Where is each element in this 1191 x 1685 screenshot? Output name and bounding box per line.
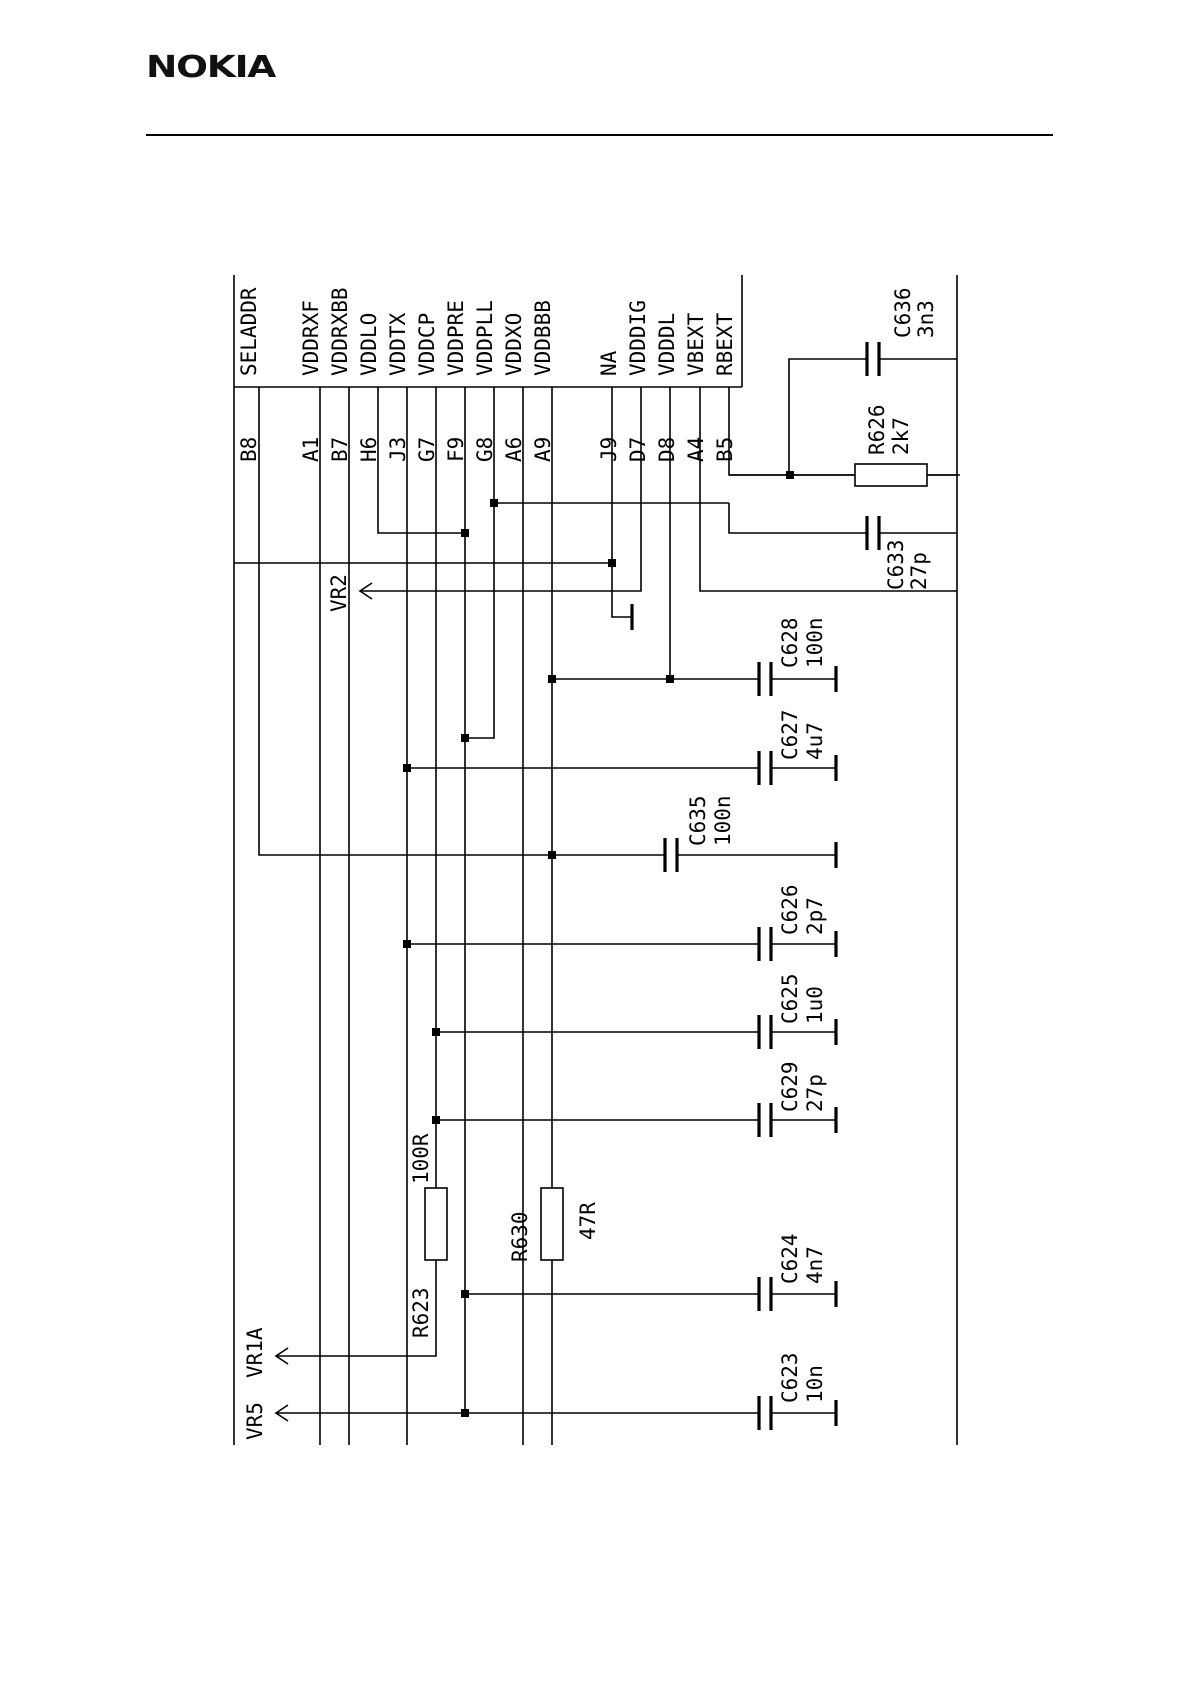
c623-ref: C623 <box>778 1352 802 1403</box>
c627-ref: C627 <box>778 709 802 760</box>
c626-ref: C626 <box>778 884 802 935</box>
pin-ball: J9 <box>597 437 621 462</box>
pin-balls: B8 A1 B7 H6 J3 G7 F9 G8 A6 A9 J9 D7 D8 A… <box>237 437 737 462</box>
pin-ball: D8 <box>655 437 679 462</box>
c635-ref: C635 <box>686 795 710 846</box>
pin-ball: A4 <box>684 437 708 462</box>
junction-dot <box>461 529 469 537</box>
vr5-text: VR5 <box>243 1402 267 1440</box>
c624-value: 4n7 <box>803 1246 827 1284</box>
pin-names: SELADDR VDDRXF VDDRXBB VDDLO VDDTX VDDCP… <box>237 287 737 376</box>
c625-value: 1u0 <box>803 986 827 1024</box>
pin-name: VDDCP <box>415 313 439 376</box>
vr5-label: VR5 <box>243 1402 288 1440</box>
c626-value: 2p7 <box>803 897 827 935</box>
pin-name: VDDDL <box>655 313 679 376</box>
pin-name: SELADDR <box>237 287 261 376</box>
c623-value: 10n <box>803 1365 827 1403</box>
r630-resistor: R630 47R <box>508 1188 600 1262</box>
pin-name: VDDRXBB <box>328 287 352 376</box>
vr2-text: VR2 <box>327 574 351 612</box>
vr1a-label: VR1A <box>243 1327 288 1378</box>
pin-name: VDDXO <box>502 313 526 376</box>
pin-wires <box>234 387 960 1445</box>
pin-name: VBEXT <box>684 312 708 376</box>
c629-capacitor: C629 27p <box>436 1061 836 1137</box>
r626-resistor: R626 2k7 <box>729 404 957 486</box>
r623-value: 100R <box>409 1133 433 1184</box>
r623-ref: R623 <box>409 1287 433 1338</box>
pin-ball: D7 <box>626 437 650 462</box>
pin-name: VDDLO <box>357 313 381 376</box>
pin-ball: B5 <box>713 437 737 462</box>
r630-value: 47R <box>576 1202 600 1240</box>
c629-ref: C629 <box>778 1061 802 1112</box>
c635-value: 100n <box>711 795 735 846</box>
c625-capacitor: C625 1u0 <box>436 973 836 1049</box>
pin-name: VDDTX <box>386 312 410 376</box>
r630-ref: R630 <box>508 1211 532 1262</box>
pin-name: VDDPLL <box>473 300 497 376</box>
r626-ref: R626 <box>865 404 889 455</box>
c633-ref: C633 <box>884 539 908 590</box>
pin-name: VDDPRE <box>444 300 468 376</box>
junction-dot <box>490 499 498 507</box>
pin-name: VDDBBB <box>531 300 555 376</box>
c627-capacitor: C627 4u7 <box>407 709 836 785</box>
pin-name: RBEXT <box>713 312 737 376</box>
c633-capacitor: C633 27p <box>729 503 957 590</box>
junction-dot <box>461 734 469 742</box>
pin-ball: B8 <box>237 437 261 462</box>
c624-ref: C624 <box>778 1233 802 1284</box>
c628-ref: C628 <box>778 617 802 668</box>
pin-name: VDDDIG <box>626 300 650 376</box>
c625-ref: C625 <box>778 973 802 1024</box>
vr1a-text: VR1A <box>243 1327 267 1378</box>
c628-capacitor: C628 100n <box>552 617 836 696</box>
c623-capacitor: C623 10n <box>276 1352 836 1430</box>
c626-capacitor: C626 2p7 <box>407 884 836 961</box>
c633-value: 27p <box>907 552 931 590</box>
c636-value: 3n3 <box>914 300 938 338</box>
pin-name: VDDRXF <box>299 300 323 376</box>
r623-resistor: R623 100R <box>276 1120 447 1356</box>
r626-value: 2k7 <box>889 417 913 455</box>
pin-name: NA <box>597 350 621 376</box>
c636-ref: C636 <box>891 287 915 338</box>
vr2-label: VR2 <box>327 574 372 612</box>
c635-capacitor: C635 100n <box>463 795 836 872</box>
c627-value: 4u7 <box>803 722 827 760</box>
c628-value: 100n <box>803 617 827 668</box>
c629-value: 27p <box>803 1074 827 1112</box>
junction-dot <box>608 559 616 567</box>
